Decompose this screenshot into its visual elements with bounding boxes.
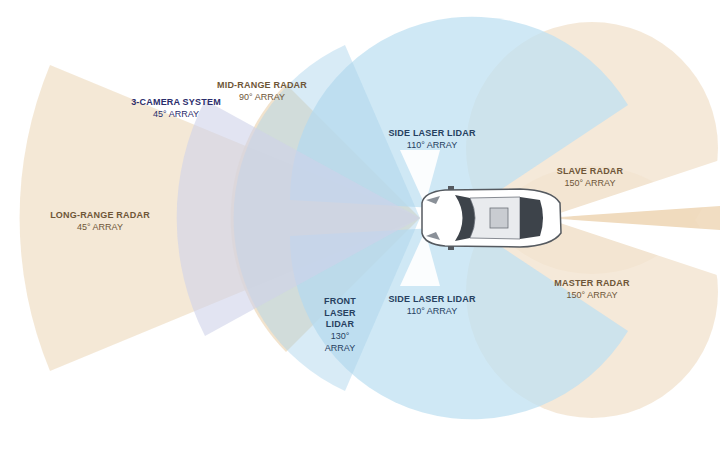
sensor-label: MID-RANGE RADAR90° ARRAY: [217, 80, 307, 103]
array-angle: 130° ARRAY: [315, 331, 365, 354]
sensor-name: MID-RANGE RADAR: [217, 80, 307, 92]
sensor-name: FRONT LASER LIDAR: [315, 296, 365, 331]
array-angle: 150° ARRAY: [557, 178, 624, 190]
array-angle: 150° ARRAY: [554, 290, 629, 302]
sensor-label: MASTER RADAR150° ARRAY: [554, 278, 629, 301]
array-angle: 110° ARRAY: [388, 306, 475, 318]
sensor-name: MASTER RADAR: [554, 278, 629, 290]
sensor-label: SIDE LASER LIDAR110° ARRAY: [388, 294, 475, 317]
array-angle: 90° ARRAY: [217, 92, 307, 104]
sensor-label: LONG-RANGE RADAR45° ARRAY: [50, 210, 150, 233]
sensor-label: SLAVE RADAR150° ARRAY: [557, 166, 624, 189]
sensor-name: SLAVE RADAR: [557, 166, 624, 178]
sensor-name: SIDE LASER LIDAR: [388, 128, 475, 140]
sensor-label: 3-CAMERA SYSTEM45° ARRAY: [131, 97, 221, 120]
sensor-label: SIDE LASER LIDAR110° ARRAY: [388, 128, 475, 151]
sensor-name: SIDE LASER LIDAR: [388, 294, 475, 306]
array-angle: 45° ARRAY: [50, 222, 150, 234]
car-top-view: [422, 186, 561, 250]
rear-gap: [545, 218, 720, 276]
sensor-label: FRONT LASER LIDAR130° ARRAY: [315, 296, 365, 354]
sensor-name: 3-CAMERA SYSTEM: [131, 97, 221, 109]
array-angle: 110° ARRAY: [388, 140, 475, 152]
array-angle: 45° ARRAY: [131, 109, 221, 121]
rear-gap: [545, 160, 720, 218]
camera-field: [177, 100, 420, 336]
sensor-name: LONG-RANGE RADAR: [50, 210, 150, 222]
